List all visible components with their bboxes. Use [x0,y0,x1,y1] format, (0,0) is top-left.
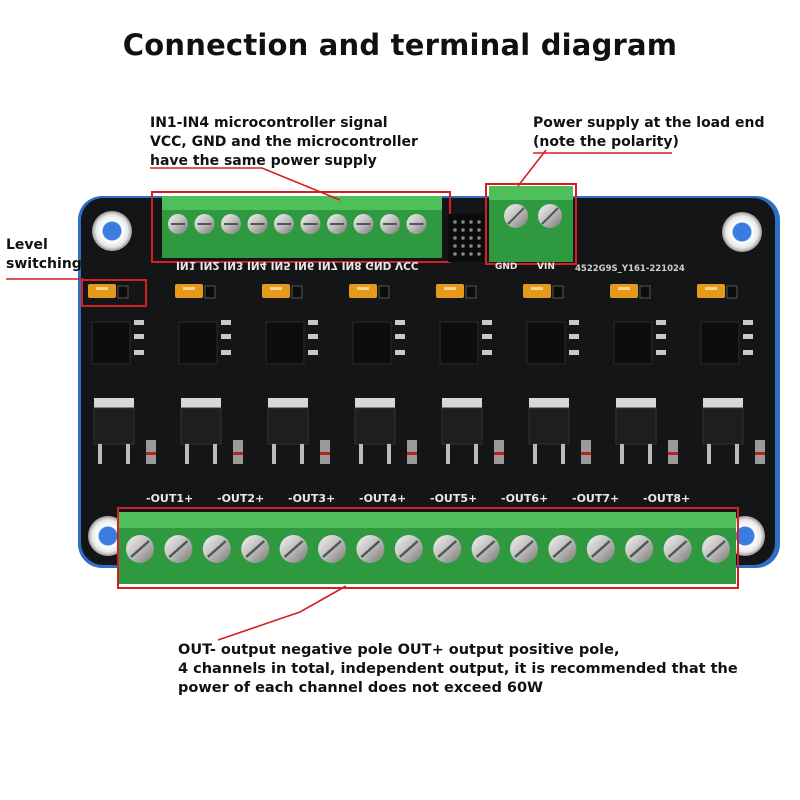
optocoupler-chip [352,321,392,365]
screw-terminal-icon [586,535,615,563]
screw-terminal-icon [241,535,270,563]
power-annotation: Power supply at the load end (note the p… [533,115,765,150]
optocoupler-chip [439,321,479,365]
screw-terminal-icon [221,214,241,234]
output-annotation: OUT- output negative pole OUT+ output po… [178,642,738,696]
optocoupler-chip [178,321,218,365]
output-terminal-block [118,512,736,584]
screw-terminal-icon [394,535,423,563]
optocoupler-chip [613,321,653,365]
jumper-icon [436,284,477,299]
jumper-icon [523,284,564,299]
output-channel-label: -OUT7+ [572,492,620,505]
page-title: Connection and terminal diagram [122,28,678,62]
screw-terminal-icon [194,214,215,234]
output-channel-label: -OUT3+ [288,492,336,505]
screw-terminal-icon [327,214,347,234]
mosfet-chip [615,407,657,445]
mounting-hole-icon [722,212,762,252]
mosfet-chip [267,407,309,445]
screw-terminal-icon [300,214,321,234]
output-channel-label: -OUT5+ [430,492,478,505]
screw-terminal-icon [510,535,538,563]
screw-terminal-icon [433,535,462,563]
jumper-icon [262,284,303,299]
jumper-icon [175,284,216,299]
output-channel-label: -OUT4+ [359,492,407,505]
mosfet-chip [702,407,744,445]
screw-terminal-icon [247,214,268,234]
model-code-label: 4522G9S_Y161-221024 [575,264,685,274]
screw-terminal-icon [356,535,385,563]
screw-terminal-icon [164,535,193,563]
callout-lines [6,149,672,641]
output-channel-label: -OUT2+ [217,492,265,505]
screw-terminal-icon [548,535,577,563]
jumper-icon [610,284,651,299]
screw-terminal-icon [663,535,692,563]
screw-terminal-icon [318,535,346,563]
optocoupler-chip [700,321,740,365]
level-annotation: Level switching [6,237,82,272]
pcb [81,198,775,565]
screw-terminal-icon [274,214,294,234]
jumper-icon [88,284,129,299]
vin-silk-label: VIN [537,262,555,272]
screw-terminal-icon [279,535,308,563]
optocoupler-chip [526,321,566,365]
screw-terminal-icon [353,214,374,234]
mounting-hole-icon [92,211,132,251]
mosfet-chip [441,407,483,445]
mosfet-chip [354,407,396,445]
optocoupler-chip [91,321,131,365]
screw-terminal-icon [702,535,730,563]
mosfet-chip [180,407,222,445]
mosfet-chip [93,407,135,445]
output-channel-label: -OUT1+ [146,492,194,505]
optocoupler-chip [265,321,305,365]
jumper-icon [697,284,738,299]
screw-terminal-icon [625,535,654,563]
screw-terminal-icon [126,535,154,563]
screw-terminal-icon [471,535,500,563]
jumper-icon [349,284,390,299]
input-silk-label: IN1 IN2 IN3 IN4 IN5 IN6 IN7 IN8 GND VCC [176,259,419,271]
screw-terminal-icon [168,214,188,234]
gnd-silk-label: GND [495,262,518,272]
screw-terminal-icon [406,214,427,234]
output-channel-label: -OUT8+ [643,492,691,505]
input-annotation: IN1-IN4 microcontroller signal VCC, GND … [150,115,418,169]
screw-terminal-icon [202,535,231,563]
input-terminal-block [162,196,442,258]
screw-terminal-icon [380,214,400,234]
power-terminal-block [489,186,573,262]
mosfet-chip [528,407,570,445]
output-channel-label: -OUT6+ [501,492,549,505]
